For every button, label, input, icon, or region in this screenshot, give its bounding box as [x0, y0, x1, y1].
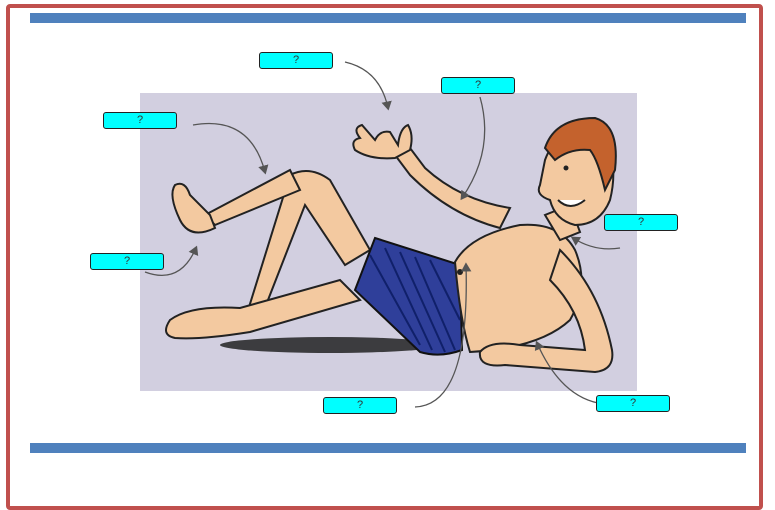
- label-hand[interactable]: ?: [259, 52, 333, 69]
- label-arm[interactable]: ?: [441, 77, 515, 94]
- label-knee[interactable]: ?: [103, 112, 177, 129]
- label-elbow[interactable]: ?: [596, 395, 670, 412]
- eye: [564, 166, 569, 171]
- label-neck[interactable]: ?: [604, 214, 678, 231]
- label-chest[interactable]: ?: [323, 397, 397, 414]
- label-foot[interactable]: ?: [90, 253, 164, 270]
- nipple: [457, 269, 463, 275]
